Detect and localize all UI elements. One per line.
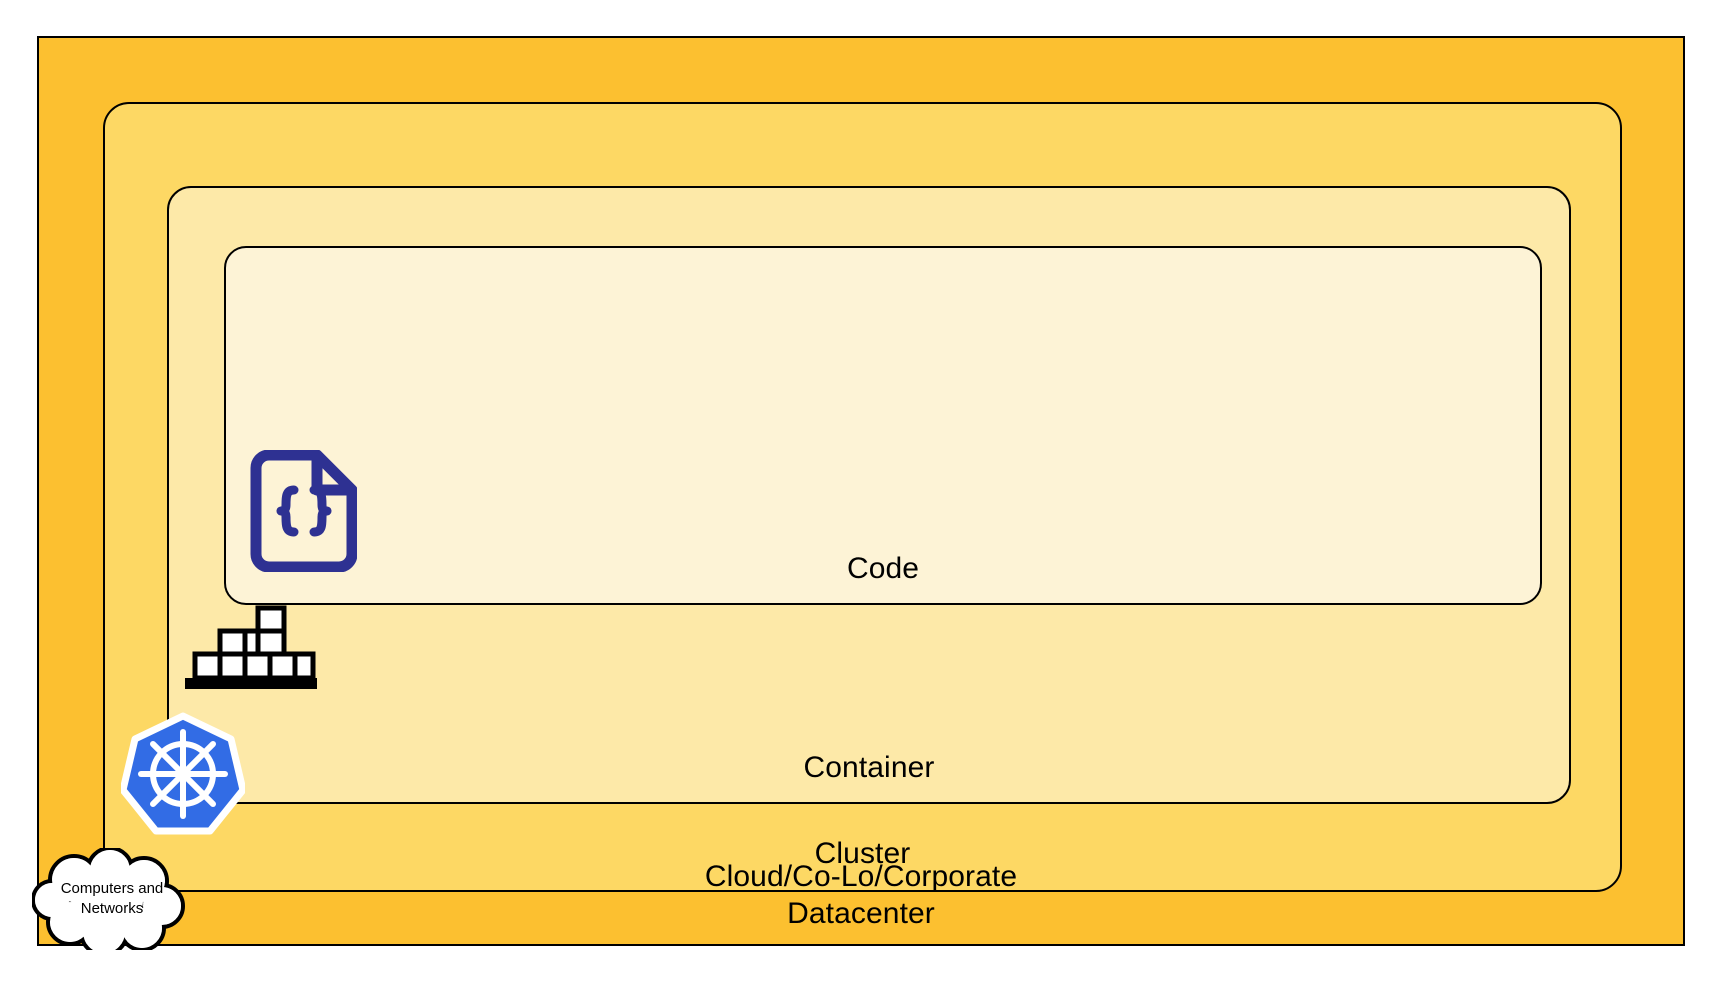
bricks-icon [185, 605, 317, 690]
layer-code[interactable]: Code [224, 246, 1542, 605]
layer-cluster-label: Cluster [814, 837, 911, 870]
layer-container[interactable]: Code Container [167, 186, 1571, 804]
layer-cluster[interactable]: Code Container Cluster [103, 102, 1622, 892]
layer-datacenter[interactable]: Code Container Cluster Cloud/Co-Lo/Corpo… [37, 36, 1685, 946]
layer-code-label: Code [846, 552, 920, 585]
cloud-icon[interactable]: Computers and Networks [31, 846, 192, 957]
layer-datacenter-label: Cloud/Co-Lo/Corporate Datacenter [704, 860, 1018, 930]
kubernetes-icon [119, 710, 247, 838]
layer-container-label: Container [803, 751, 935, 784]
code-file-icon [245, 449, 358, 573]
